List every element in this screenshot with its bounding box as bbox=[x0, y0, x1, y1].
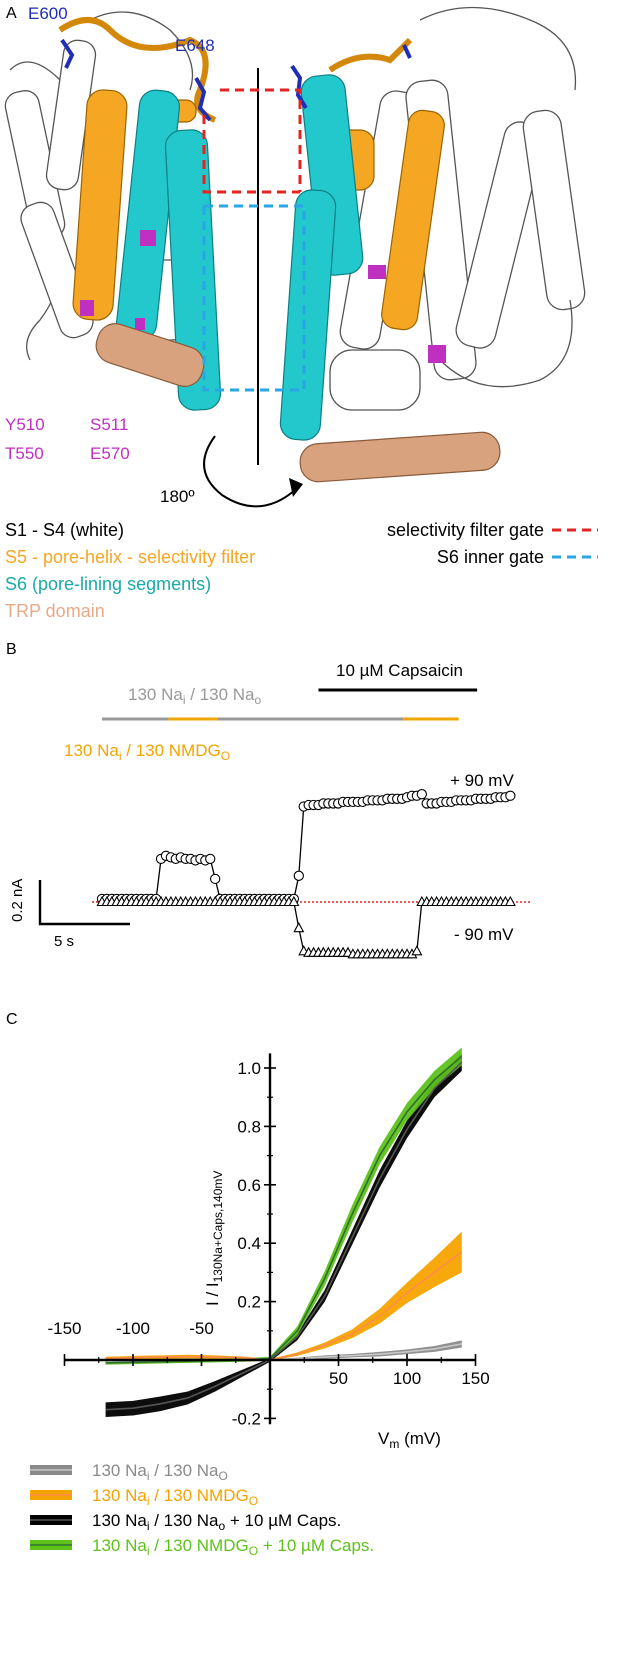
label-s511: S511 bbox=[90, 415, 128, 434]
trace-point-neg bbox=[411, 945, 423, 956]
y-tick-label: -0.2 bbox=[232, 1409, 261, 1428]
trace-point-neg bbox=[288, 895, 300, 907]
capsaicin-label: 10 µM Capsaicin bbox=[336, 661, 463, 680]
s1s4-helices-right bbox=[329, 6, 586, 411]
structure-right bbox=[279, 6, 586, 483]
series-line-1 bbox=[105, 1251, 463, 1361]
solution-na-label: 130 Nai / 130 Nao bbox=[128, 685, 262, 707]
trace-point-pos bbox=[416, 789, 427, 800]
label-t550: T550 bbox=[5, 444, 44, 463]
trace-point-pos bbox=[293, 870, 304, 881]
series-band-1 bbox=[105, 1231, 462, 1361]
panel-b-letter: B bbox=[6, 641, 17, 658]
legend-label-0: 130 Nai / 130 NaO bbox=[92, 1461, 228, 1483]
legend-region-2: S6 (pore-lining segments) bbox=[5, 574, 211, 594]
panel-a-letter: A bbox=[6, 5, 17, 22]
legend-gates: selectivity filter gate S6 inner gate bbox=[387, 520, 598, 567]
y-tick-label: 0.4 bbox=[237, 1234, 261, 1253]
current-traces bbox=[96, 789, 516, 959]
solution-bars bbox=[102, 688, 478, 721]
scale-time-label: 5 s bbox=[54, 933, 74, 950]
y-tick-label: 0.8 bbox=[237, 1117, 261, 1136]
rotation-arrow bbox=[203, 435, 303, 508]
y-axis-label: I / I130Na+Caps,140mV bbox=[203, 1171, 225, 1306]
trace-point-pos bbox=[505, 790, 516, 801]
x-tick-label: -50 bbox=[189, 1319, 214, 1338]
rotation-label: 180º bbox=[160, 487, 195, 506]
label-e600: E600 bbox=[28, 4, 68, 23]
iv-legend: 130 Nai / 130 NaO 130 Nai / 130 NMDGO 130 … bbox=[30, 1461, 374, 1558]
panel-c-letter: C bbox=[6, 1011, 18, 1028]
x-tick-label: 100 bbox=[393, 1369, 421, 1388]
series-line-3 bbox=[105, 1055, 463, 1364]
legend-gate-label-0: selectivity filter gate bbox=[387, 520, 544, 540]
residues-right bbox=[290, 44, 446, 363]
trace-point-neg bbox=[504, 895, 516, 907]
series-line-2 bbox=[105, 1061, 463, 1411]
trace-line-neg bbox=[102, 901, 511, 956]
y-tick-label: 0.6 bbox=[237, 1176, 261, 1195]
x-axis-label: Vm (mV) bbox=[378, 1429, 441, 1451]
x-tick-label: -150 bbox=[47, 1319, 81, 1338]
x-tick-label: 150 bbox=[461, 1369, 489, 1388]
series-band-3 bbox=[105, 1047, 462, 1365]
residues-left bbox=[60, 38, 212, 330]
legend-label-1: 130 Nai / 130 NMDGO bbox=[92, 1486, 258, 1508]
scale-bar bbox=[38, 880, 130, 926]
panel-b: B 10 µM Capsaicin 130 Nai / 130 Nao 130 … bbox=[6, 641, 530, 959]
trace-neg-label: - 90 mV bbox=[454, 925, 514, 944]
trace-point-pos bbox=[205, 853, 216, 865]
selectivity-filter-gate-box bbox=[202, 88, 302, 194]
y-tick-label: 0.2 bbox=[237, 1293, 261, 1312]
legend-region-3: TRP domain bbox=[5, 601, 105, 621]
s6-helix-left bbox=[116, 89, 222, 411]
label-e648: E648 bbox=[175, 36, 215, 55]
legend-gate-label-1: S6 inner gate bbox=[437, 547, 544, 567]
trace-pos-label: + 90 mV bbox=[450, 771, 514, 790]
trp-domain-right bbox=[299, 431, 501, 483]
legend-label-3: 130 Nai / 130 NMDGO + 10 µM Caps. bbox=[92, 1536, 374, 1558]
structure-left bbox=[4, 11, 222, 411]
panel-c: C -150 -100 -50 50 100 150 -0.2 0.2 0.4 0.6 0.8 1.0… bbox=[6, 1011, 490, 1558]
x-tick-label: -100 bbox=[116, 1319, 150, 1338]
iv-chart: -150 -100 -50 50 100 150 -0.2 0.2 0.4 0.6 0.8 1.0 bbox=[47, 1047, 490, 1428]
legend-label-2: 130 Nai / 130 Nao + 10 µM Caps. bbox=[92, 1511, 341, 1533]
legend-region-0: S1 - S4 (white) bbox=[5, 520, 124, 540]
y-tick-label: 1.0 bbox=[237, 1059, 261, 1078]
label-y510: Y510 bbox=[5, 415, 45, 434]
trace-point-neg bbox=[293, 922, 305, 933]
panel-a: A bbox=[4, 4, 598, 621]
trp-domain-left bbox=[95, 323, 205, 387]
trace-point-pos bbox=[210, 873, 221, 885]
solution-nmdg-label: 130 Nai / 130 NMDGO bbox=[64, 741, 230, 763]
s6-helix-right bbox=[279, 74, 364, 441]
legend-structure-regions: S1 - S4 (white) S5 - pore-helix - selecti… bbox=[5, 520, 255, 621]
legend-region-1: S5 - pore-helix - selectivity filter bbox=[5, 547, 255, 567]
x-tick-label: 50 bbox=[329, 1369, 348, 1388]
label-e570: E570 bbox=[90, 444, 130, 463]
scale-current-label: 0.2 nA bbox=[9, 879, 26, 922]
s6-inner-gate-box bbox=[202, 204, 306, 392]
